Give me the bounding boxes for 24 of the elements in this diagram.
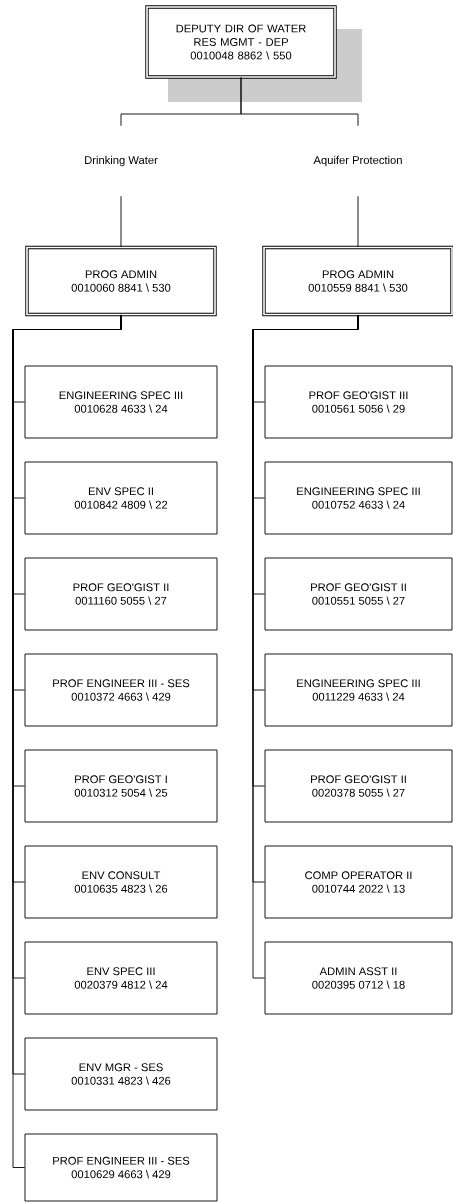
org-box: PROF GEO'GIST II 0010551 5055 \ 27 bbox=[264, 557, 453, 631]
org-box: PROF ENGINEER III - SES 0010372 4663 \ 429 bbox=[24, 653, 218, 727]
org-box: PROG ADMIN 0010559 8841 \ 530 bbox=[262, 245, 453, 317]
org-box: PROF ENGINEER III - SES 0010629 4663 \ 429 bbox=[24, 1133, 218, 1202]
connector-line bbox=[240, 77, 359, 127]
org-box: ENV CONSULT 0010635 4823 \ 26 bbox=[24, 845, 218, 919]
org-box: PROF GEO'GIST II 0020378 5055 \ 27 bbox=[264, 749, 453, 823]
connector-line bbox=[357, 195, 359, 248]
org-box: ENV SPEC II 0010842 4809 \ 22 bbox=[24, 461, 218, 535]
org-box: ENGINEERING SPEC III 0011229 4633 \ 24 bbox=[264, 653, 453, 727]
org-box: COMP OPERATOR II 0010744 2022 \ 13 bbox=[264, 845, 453, 919]
org-box: PROG ADMIN 0010060 8841 \ 530 bbox=[25, 245, 217, 317]
org-box: ADMIN ASST II 0020395 0712 \ 18 bbox=[264, 941, 453, 1015]
branch-label: Aquifer Protection bbox=[313, 155, 402, 167]
org-box: PROF GEO'GIST III 0010561 5056 \ 29 bbox=[264, 365, 453, 439]
org-box: ENV SPEC III 0020379 4812 \ 24 bbox=[24, 941, 218, 1015]
connector-line bbox=[120, 195, 122, 248]
org-box: PROF GEO'GIST I 0010312 5054 \ 25 bbox=[24, 749, 218, 823]
org-box: PROF GEO'GIST II 0011160 5055 \ 27 bbox=[24, 557, 218, 631]
org-box: ENV MGR - SES 0010331 4823 \ 426 bbox=[24, 1037, 218, 1111]
org-box: ENGINEERING SPEC III 0010628 4633 \ 24 bbox=[24, 365, 218, 439]
branch-label: Drinking Water bbox=[85, 155, 158, 167]
title-box: DEPUTY DIR OF WATER RES MGMT - DEP 0010048 8862 \ 550 bbox=[145, 5, 362, 102]
org-box: ENGINEERING SPEC III 0010752 4633 \ 24 bbox=[264, 461, 453, 535]
